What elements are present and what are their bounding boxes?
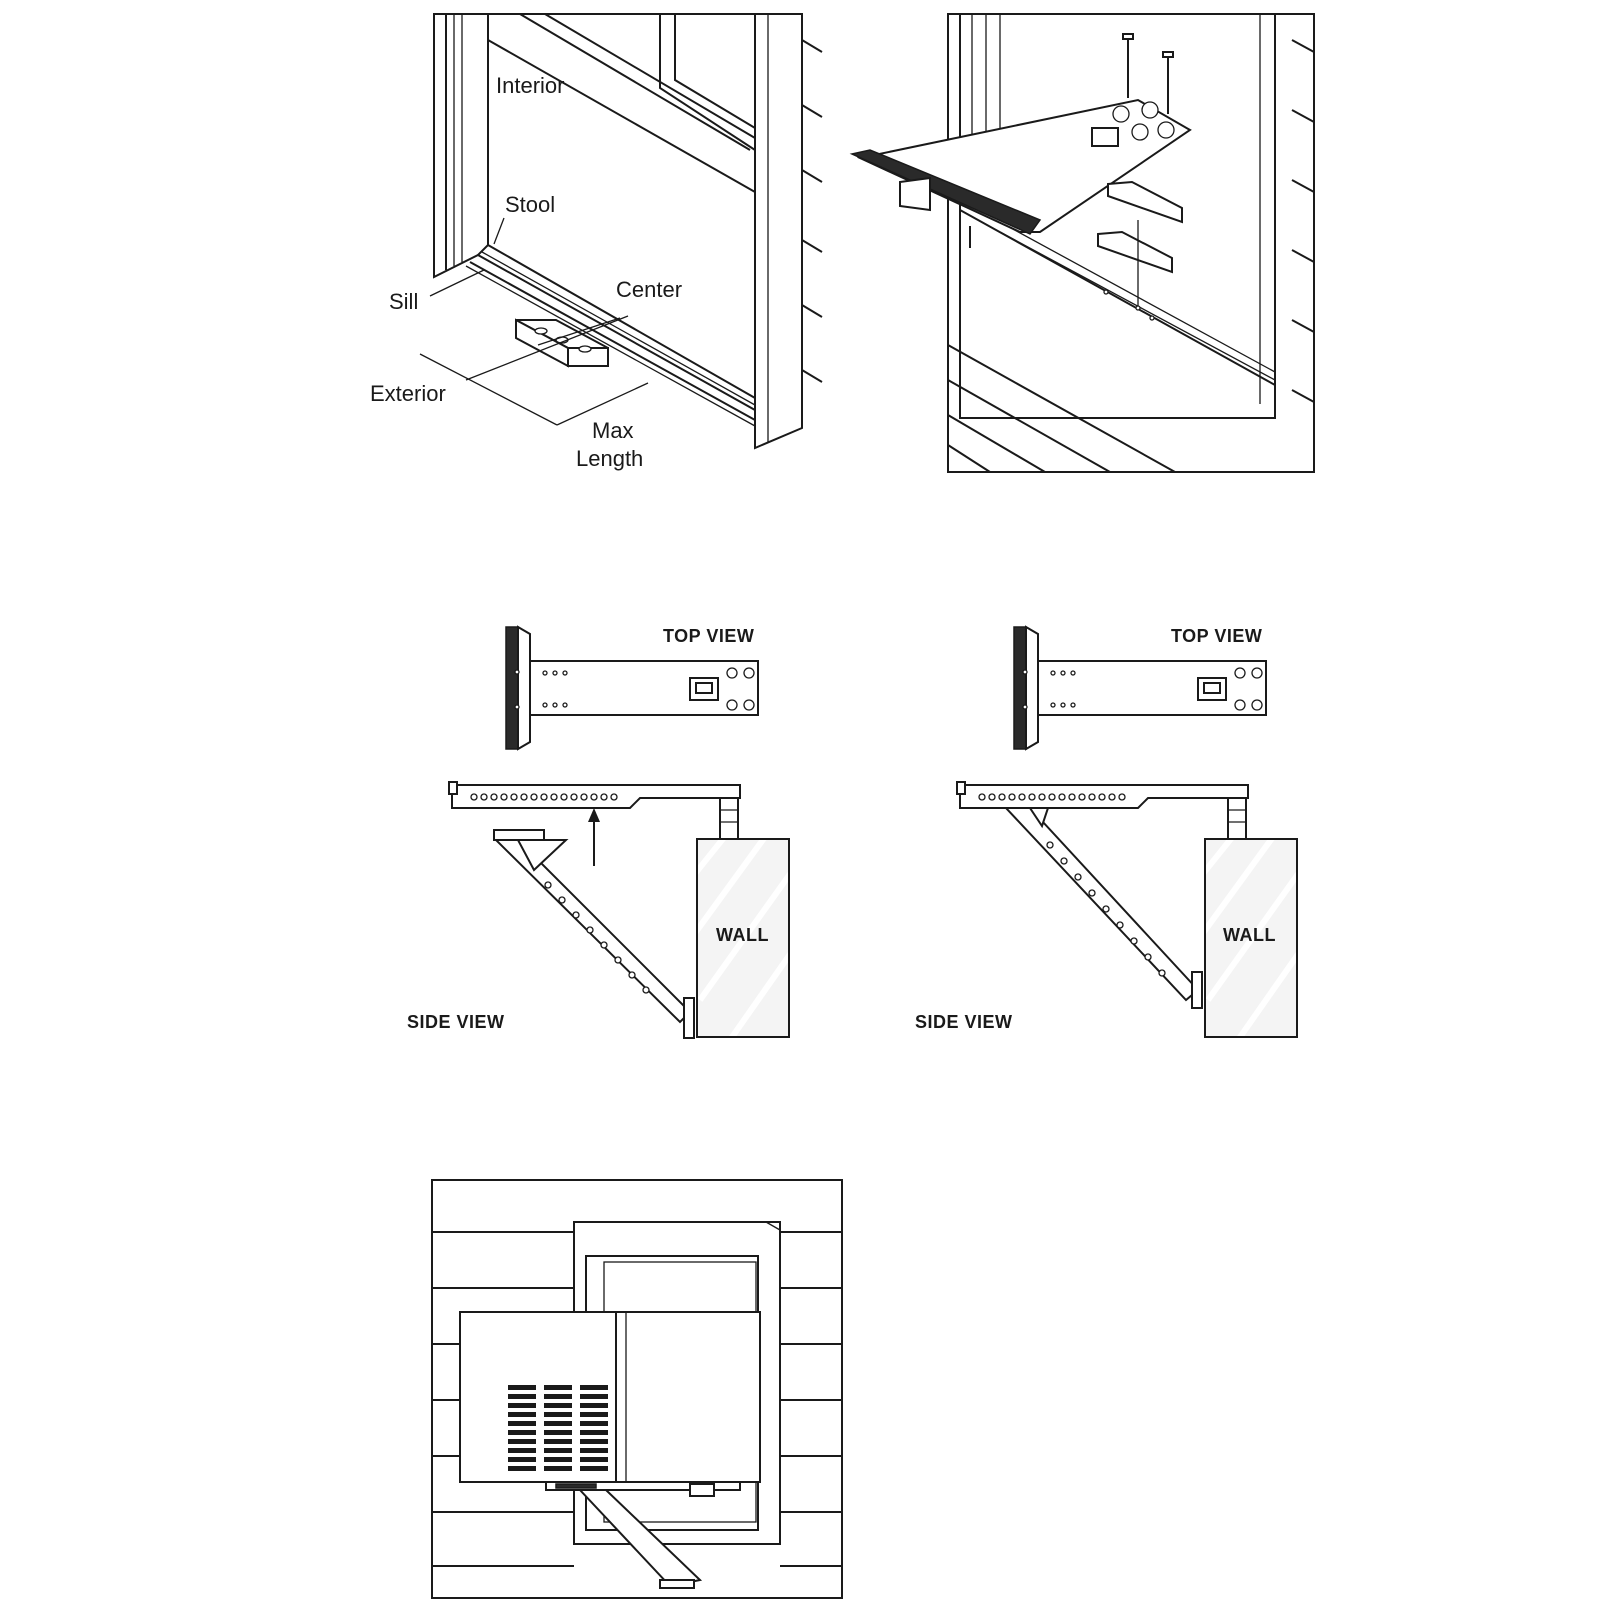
- exterior-label: Exterior: [370, 381, 446, 406]
- installed-unit-diagram: [431, 1179, 843, 1599]
- window-sill-diagram: Interior Stool Sill Center Exterior Max …: [370, 13, 823, 471]
- wall-label: WALL: [716, 925, 769, 945]
- stool-label: Stool: [505, 192, 555, 217]
- bracket-adjust-diagram: TOP VIEW WALL SIDE VIEW: [407, 625, 790, 1039]
- bracket-holes-row: [470, 793, 618, 801]
- top-view-label: TOP VIEW: [663, 626, 754, 646]
- max-label: Max: [592, 418, 634, 443]
- brace-holes: [544, 881, 650, 994]
- top-view-label: TOP VIEW: [1171, 626, 1262, 646]
- sill-label: Sill: [389, 289, 418, 314]
- wall-label: WALL: [1223, 925, 1276, 945]
- bracket-holes-row: [978, 793, 1126, 801]
- bracket-installed-diagram: TOP VIEW WALL SIDE VIEW: [915, 625, 1298, 1038]
- brace-holes: [1046, 841, 1166, 977]
- bracket-mounting-diagram: [849, 13, 1315, 473]
- vent-grille: [508, 1385, 608, 1471]
- center-label: Center: [616, 277, 682, 302]
- side-view-label: SIDE VIEW: [915, 1012, 1013, 1032]
- interior-label: Interior: [496, 73, 564, 98]
- length-label: Length: [576, 446, 643, 471]
- air-conditioner-unit: [459, 1311, 761, 1483]
- arrow-head-icon: [588, 808, 600, 822]
- side-view-label: SIDE VIEW: [407, 1012, 505, 1032]
